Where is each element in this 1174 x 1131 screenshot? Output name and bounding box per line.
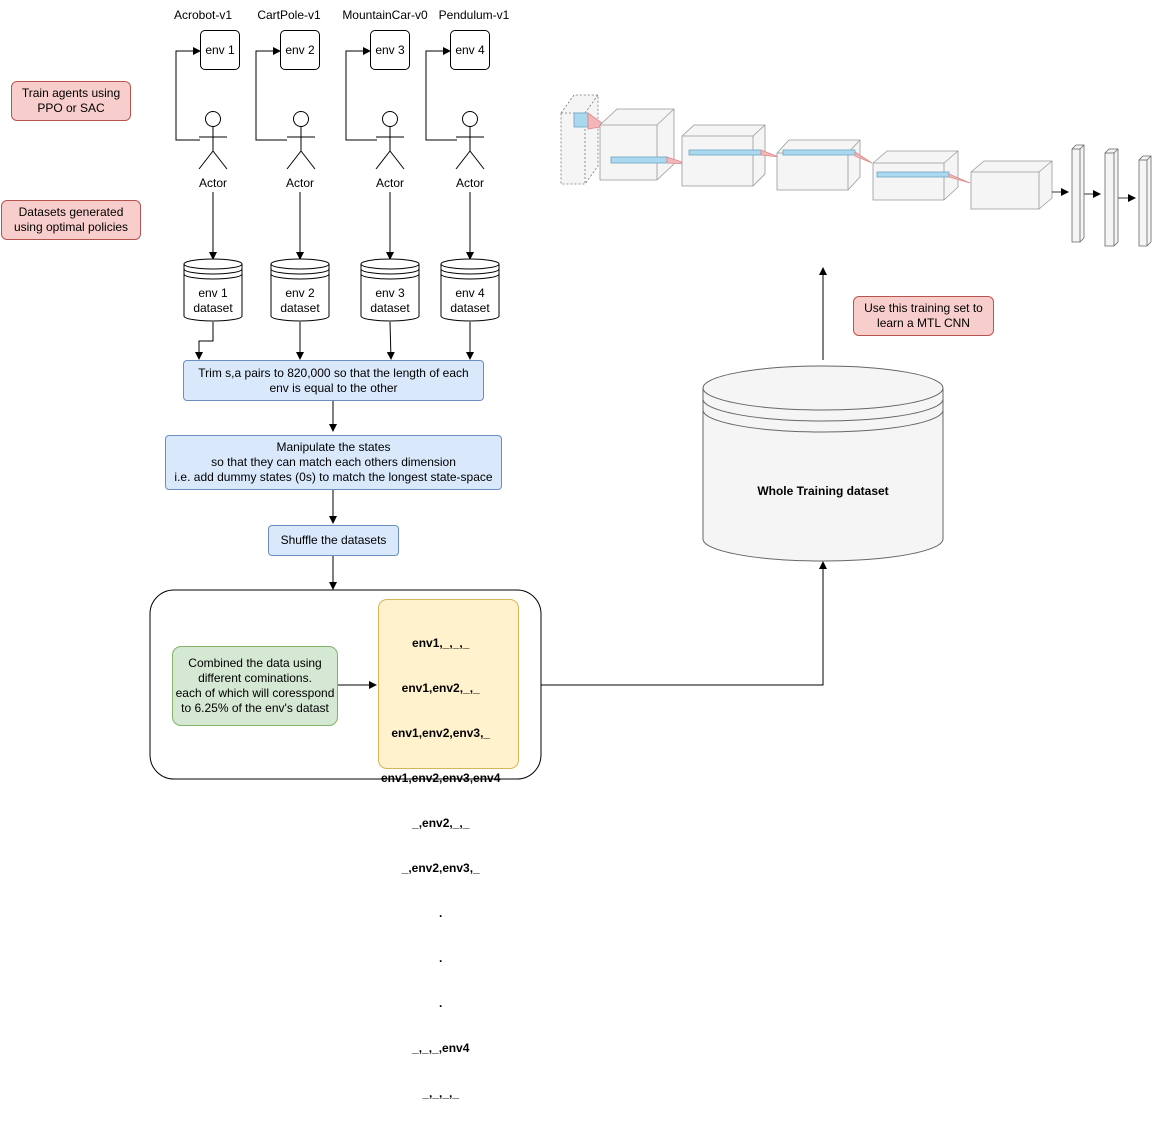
whole-training-dataset-cylinder [702, 365, 944, 562]
dataset-1-label: env 1 dataset [184, 286, 242, 316]
combine-step-line3: each of which will coresspond [175, 686, 335, 700]
combine-step-box: Combined the data using different comina… [172, 646, 338, 726]
combinations-list-box: env1,_,_,_ env1,env2,_,_ env1,env2,env3,… [378, 599, 519, 1100]
datasets-generated-note-line2: using optimal policies [13, 220, 129, 234]
connector-layer [149, 47, 1152, 780]
dataset-4-line1: env 4 [455, 286, 485, 300]
manipulate-step-box: Manipulate the states so that they can m… [165, 435, 502, 490]
combination-item: env1,env2,env3,_ [391, 726, 491, 740]
cnn-architecture-illustration [560, 94, 1152, 247]
use-training-set-note: Use this training set to learn a MTL CNN [853, 296, 994, 336]
dataset-4-line2: dataset [450, 301, 490, 315]
use-training-set-note-line2: learn a MTL CNN [877, 316, 970, 330]
train-agents-note-line2: PPO or SAC [37, 101, 105, 115]
env-2-box: env 2 [280, 30, 320, 70]
env-3-box: env 3 [370, 30, 410, 70]
dataset-cylinder-3 [360, 258, 420, 322]
trim-step-line1: Trim s,a pairs to 820,000 so that the le… [198, 365, 469, 380]
dataset-1-line1: env 1 [198, 286, 228, 300]
actor-figure-1 [198, 111, 228, 170]
dataset-3-line2: dataset [370, 301, 410, 315]
trim-step-line2: env is equal to the other [269, 380, 398, 395]
use-training-set-note-line1: Use this training set to [864, 301, 983, 315]
combination-item: . [439, 996, 443, 1010]
train-agents-note: Train agents using PPO or SAC [11, 81, 131, 121]
env-4-box: env 4 [450, 30, 490, 70]
actor-figure-3 [375, 111, 405, 170]
actor-env-loop-2 [255, 47, 287, 141]
dataset-3-label: env 3 dataset [361, 286, 419, 316]
combinations-list: env1,_,_,_ env1,env2,_,_ env1,env2,env3,… [381, 606, 500, 1131]
combination-item: _,_,_,env4 [412, 1041, 470, 1055]
dataset-4-label: env 4 dataset [441, 286, 499, 316]
combination-item: _,env2,_,_ [412, 816, 470, 830]
datasets-generated-note-line1: Datasets generated [18, 205, 124, 219]
dataset-2-line2: dataset [280, 301, 320, 315]
whole-training-dataset-label: Whole Training dataset [757, 484, 889, 498]
actor-figure-4 [455, 111, 485, 170]
cnn-conv-block-3 [776, 139, 873, 191]
dataset-to-trim-arrow-3 [386, 321, 395, 360]
combine-step-line4: to 6.25% of the env's datast [181, 701, 329, 715]
env-1-box: env 1 [200, 30, 240, 70]
combination-item: _,_,_,_ [422, 1086, 460, 1100]
combine-step-line2: different cominations. [198, 671, 312, 685]
combination-item: env1,_,_,_ [412, 636, 470, 650]
cnn-input-block [560, 94, 608, 185]
manipulate-step-line3: i.e. add dummy states (0s) to match the … [174, 470, 493, 484]
combination-item: . [439, 906, 443, 920]
shuffle-step-box: Shuffle the datasets [268, 525, 399, 556]
cnn-conv-block-1 [599, 108, 689, 181]
env-2-title: CartPole-v1 [257, 8, 321, 22]
actor-4-label: Actor [455, 176, 484, 190]
combination-item: env1,env2,env3,env4 [381, 771, 501, 785]
cnn-conv-block-2 [681, 124, 780, 187]
actor-1-label: Actor [198, 176, 227, 190]
actor-2-label: Actor [285, 176, 314, 190]
combination-item: env1,env2,_,_ [401, 681, 480, 695]
dataset-to-trim-arrow-1 [195, 322, 214, 360]
datasets-generated-note: Datasets generated using optimal policie… [1, 200, 141, 240]
combine-step-line1: Combined the data using [188, 656, 322, 670]
dataset-3-line1: env 3 [375, 286, 405, 300]
train-agents-note-line1: Train agents using [21, 86, 121, 100]
cnn-dense-layer-1 [1071, 144, 1085, 243]
cnn-dense-layer-2 [1104, 148, 1119, 247]
actor-figure-2 [286, 111, 316, 170]
dataset-2-line1: env 2 [285, 286, 315, 300]
cnn-conv-block-5 [970, 160, 1053, 210]
actor-env-loop-1 [175, 47, 201, 141]
env-4-title: Pendulum-v1 [438, 8, 510, 22]
actor-env-loop-4 [425, 47, 457, 141]
manipulate-step-line2: so that they can match each others dimen… [211, 455, 456, 469]
actor-3-label: Actor [375, 176, 404, 190]
dataset-cylinder-4 [440, 258, 500, 322]
dataset-cylinder-1 [183, 258, 243, 322]
combination-item: _,env2,env3,_ [401, 861, 480, 875]
combination-item: . [439, 951, 443, 965]
diagram-stage: Acrobot-v1 CartPole-v1 MountainCar-v0 Pe… [1, 8, 1152, 1100]
combine-container [149, 589, 542, 780]
env-1-title: Acrobot-v1 [173, 8, 233, 22]
actor-env-loop-3 [345, 47, 377, 141]
dataset-1-line2: dataset [193, 301, 233, 315]
manipulate-step-line1: Manipulate the states [276, 440, 391, 454]
cnn-conv-block-4 [872, 150, 971, 201]
trim-step-box: Trim s,a pairs to 820,000 so that the le… [183, 360, 484, 401]
combine-to-whole-dataset-arrow [541, 561, 827, 686]
env-3-title: MountainCar-v0 [342, 8, 428, 22]
cnn-dense-layer-3 [1138, 155, 1152, 247]
dataset-2-label: env 2 dataset [271, 286, 329, 316]
dataset-cylinder-2 [270, 258, 330, 322]
